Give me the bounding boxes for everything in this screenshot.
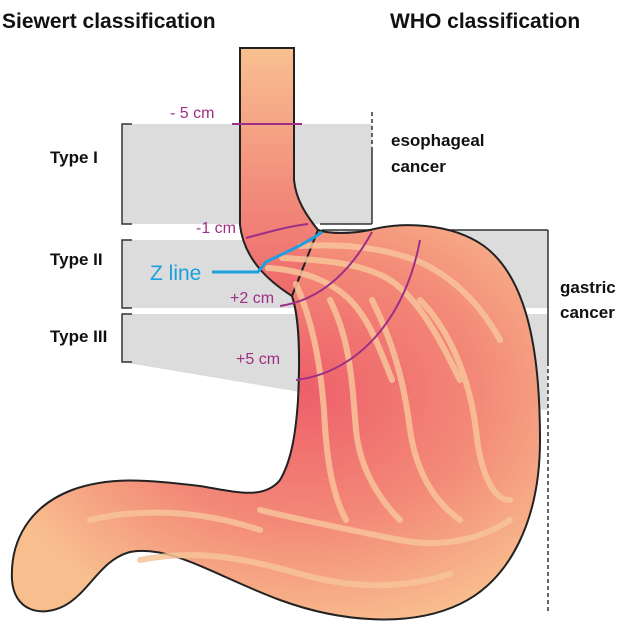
type2-label: Type II: [50, 250, 103, 269]
level-plus5-label: +5 cm: [236, 351, 280, 368]
who-header: WHO classification: [390, 10, 580, 33]
type3-label: Type III: [50, 327, 107, 346]
gastric-cancer-label: gastric cancer: [560, 278, 620, 322]
zline-label: Z line: [150, 262, 201, 285]
level-minus5-label: - 5 cm: [170, 105, 214, 122]
gastric-line2: cancer: [560, 303, 615, 322]
level-plus2-label: +2 cm: [230, 290, 274, 307]
gastric-line1: gastric: [560, 278, 616, 297]
siewert-header: Siewert classification: [2, 10, 216, 33]
esophageal-cancer-label: esophageal cancer: [391, 131, 489, 176]
esophageal-line2: cancer: [391, 157, 446, 176]
type1-label: Type I: [50, 148, 98, 167]
esophageal-line1: esophageal: [391, 131, 485, 150]
level-minus1-label: -1 cm: [196, 220, 236, 237]
